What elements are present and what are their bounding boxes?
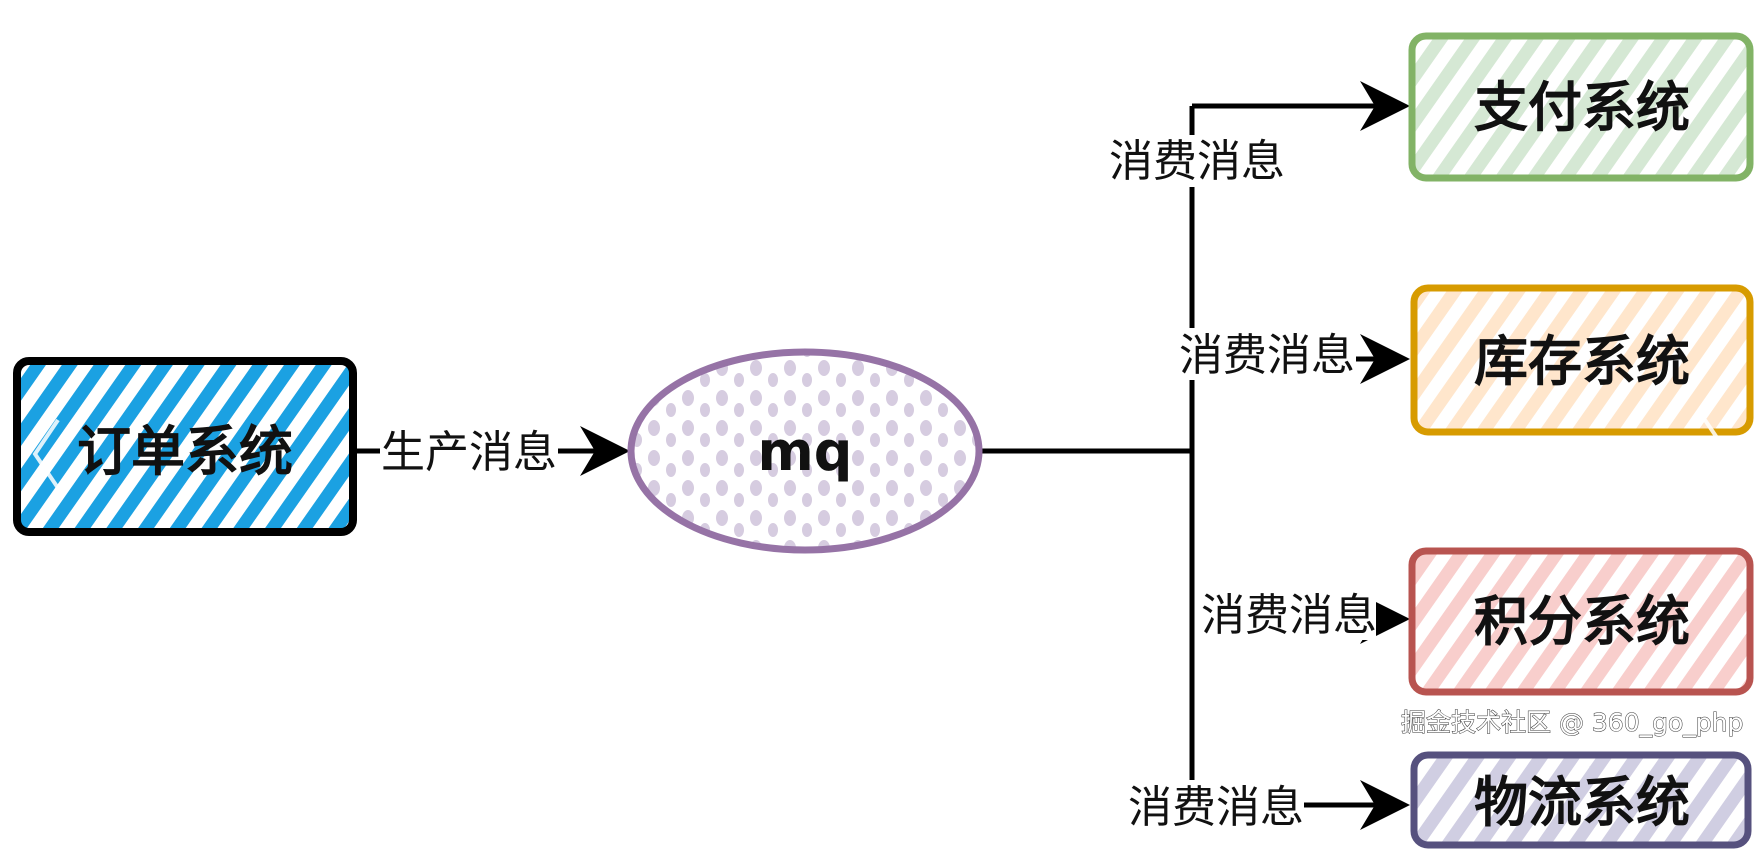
edge-label-consume-points: 消费消息	[1201, 590, 1377, 641]
node-order-system[interactable]: 订单系统	[13, 357, 357, 536]
node-inventory-system[interactable]: 库存系统	[1410, 284, 1754, 436]
chevron-right-icon[interactable]	[1703, 418, 1731, 490]
watermark: 掘金技术社区 @ 360_go_php	[1401, 708, 1743, 737]
node-label: 支付系统	[1474, 76, 1690, 139]
edge-label-produce: 生产消息	[381, 427, 557, 478]
node-payment-system[interactable]: 支付系统	[1408, 32, 1754, 182]
chevron-left-icon[interactable]	[32, 418, 60, 490]
node-mq[interactable]: mq	[627, 348, 983, 554]
edge-label-consume-inventory: 消费消息	[1179, 330, 1355, 381]
node-label: 订单系统	[77, 420, 293, 483]
node-points-system[interactable]: 积分系统	[1408, 547, 1754, 696]
edge-label-consume-logistics: 消费消息	[1128, 782, 1304, 833]
node-label: mq	[758, 420, 853, 483]
node-logistics-system[interactable]: 物流系统	[1410, 751, 1752, 849]
node-label: 积分系统	[1474, 590, 1690, 653]
node-label: 物流系统	[1474, 771, 1690, 834]
edge-label-consume-payment: 消费消息	[1109, 136, 1285, 187]
node-label: 库存系统	[1474, 330, 1690, 393]
